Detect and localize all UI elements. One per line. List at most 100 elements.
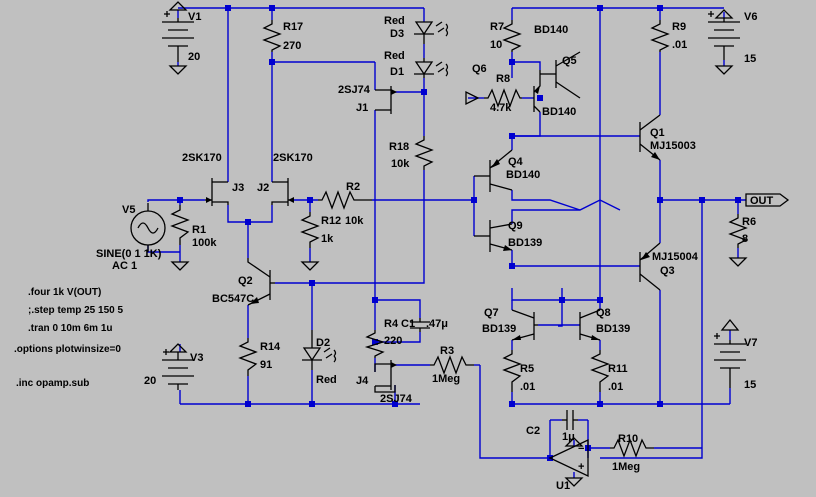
label-j1: J1 [356,102,368,114]
label-v5-value2: AC 1 [112,260,137,272]
label-r9-value: .01 [672,39,687,51]
label-v7: V7 [744,337,757,349]
bjt-q2-symbol [247,258,275,306]
ground-symbols [168,1,748,487]
label-d2-value: Red [316,374,337,386]
label-j1-value: 2SJ74 [338,84,371,96]
label-r6: R6 [742,216,756,228]
bjt-q4-symbol [474,149,513,192]
label-q8-value: BD139 [596,323,630,335]
label-j4: J4 [356,375,369,387]
label-q9-value: BD139 [508,237,542,249]
label-q5-title: BD140 [534,24,568,36]
label-c2-value: 1μ [562,431,575,443]
label-r11-value: .01 [608,381,623,393]
label-v5-value1: SINE(0 1 1K) [96,248,162,260]
label-r10: R10 [618,433,638,445]
resistor-r3 [430,355,474,375]
svg-text:−: − [578,443,584,455]
label-r17: R17 [283,21,303,33]
label-q3: Q3 [660,265,675,277]
label-c1: C1 [401,318,415,330]
out-net-flag [745,193,790,207]
label-d1-value: Red [384,50,405,62]
label-q7: Q7 [484,307,499,319]
label-r14-value: 91 [260,359,272,371]
label-r11: R11 [608,363,628,375]
label-r8: R8 [496,73,510,85]
directive-inc: .inc opamp.sub [16,378,89,389]
resistor-r18 [414,136,434,170]
label-q6-value: BD140 [542,106,576,118]
label-v6-value: 15 [744,53,756,65]
label-q4: Q4 [508,156,524,168]
label-q5: Q5 [562,55,577,67]
label-r18-value: 10k [391,158,410,170]
directive-step: ;.step temp 25 150 5 [28,305,123,316]
led-d3-symbol [414,21,449,44]
label-q8: Q8 [596,307,611,319]
jfet-j3-symbol [205,178,229,206]
label-r9: R9 [672,21,686,33]
label-r7-value: 10 [490,39,502,51]
label-v3: V3 [190,352,203,364]
spice-directives: .four 1k V(OUT) ;.step temp 25 150 5 .tr… [14,287,123,389]
label-r1-value: 100k [192,237,217,249]
resistor-r9 [650,20,670,52]
label-q9: Q9 [508,220,523,232]
label-v5: V5 [122,204,135,216]
bjt-q6-symbol [533,70,541,113]
label-v7-value: 15 [744,379,756,391]
resistor-r17 [262,20,282,52]
wires [147,7,746,478]
label-q3-value: MJ15004 [652,251,699,263]
label-r3-value: 1Meg [432,373,460,385]
label-j3-value: 2SK170 [182,152,222,164]
resistor-r2 [318,190,372,210]
label-q2: Q2 [238,275,253,287]
label-v6: V6 [744,11,757,23]
label-r12-value: 1k [321,233,334,245]
label-out: OUT [750,195,774,207]
label-r14: R14 [260,341,281,353]
label-r4: R4 [384,318,399,330]
label-c2: C2 [526,425,540,437]
opamp-u1-symbol: − + [548,438,589,478]
label-r7: R7 [490,21,504,33]
resistor-r14 [238,338,258,376]
jfet-j1-symbol [375,86,397,114]
resistor-r12 [300,212,320,248]
led-d2-symbol [302,330,337,370]
label-r2: R2 [346,181,360,193]
label-q7-value: BD139 [482,323,516,335]
label-r5: R5 [520,363,534,375]
label-q6: Q6 [472,63,487,75]
label-r6-value: 8 [742,233,748,245]
label-d3: D3 [390,28,404,40]
svg-text:+: + [578,461,584,473]
resistor-symbols [170,20,748,458]
led-d1-symbol [414,58,449,78]
label-u1: U1 [556,480,570,492]
label-d3-value: Red [384,15,405,27]
label-v1: V1 [188,11,201,23]
capacitor-c2-symbol [562,410,578,430]
label-q2-value: BC547C [212,293,254,305]
battery-v7-symbol [714,318,746,388]
label-r4-value: 220 [384,335,402,347]
bjt-q8-symbol [579,309,601,341]
battery-v3-symbol [162,343,194,390]
labels: V1 20 R17 270 Red D3 Red D1 2SJ74 J1 R18… [96,11,774,492]
jfet-j4-symbol [374,360,397,393]
label-d1: D1 [390,66,404,78]
label-r2-value: 10k [345,215,364,227]
label-q1-value: MJ15003 [650,140,696,152]
bjt-q5-symbol [540,51,581,99]
resistor-r5 [502,350,522,392]
directive-options: .options plotwinsize=0 [14,344,121,355]
capacitor-c1-symbol [410,318,430,332]
bjt-q9-symbol [474,220,513,252]
label-r5-value: .01 [520,381,535,393]
